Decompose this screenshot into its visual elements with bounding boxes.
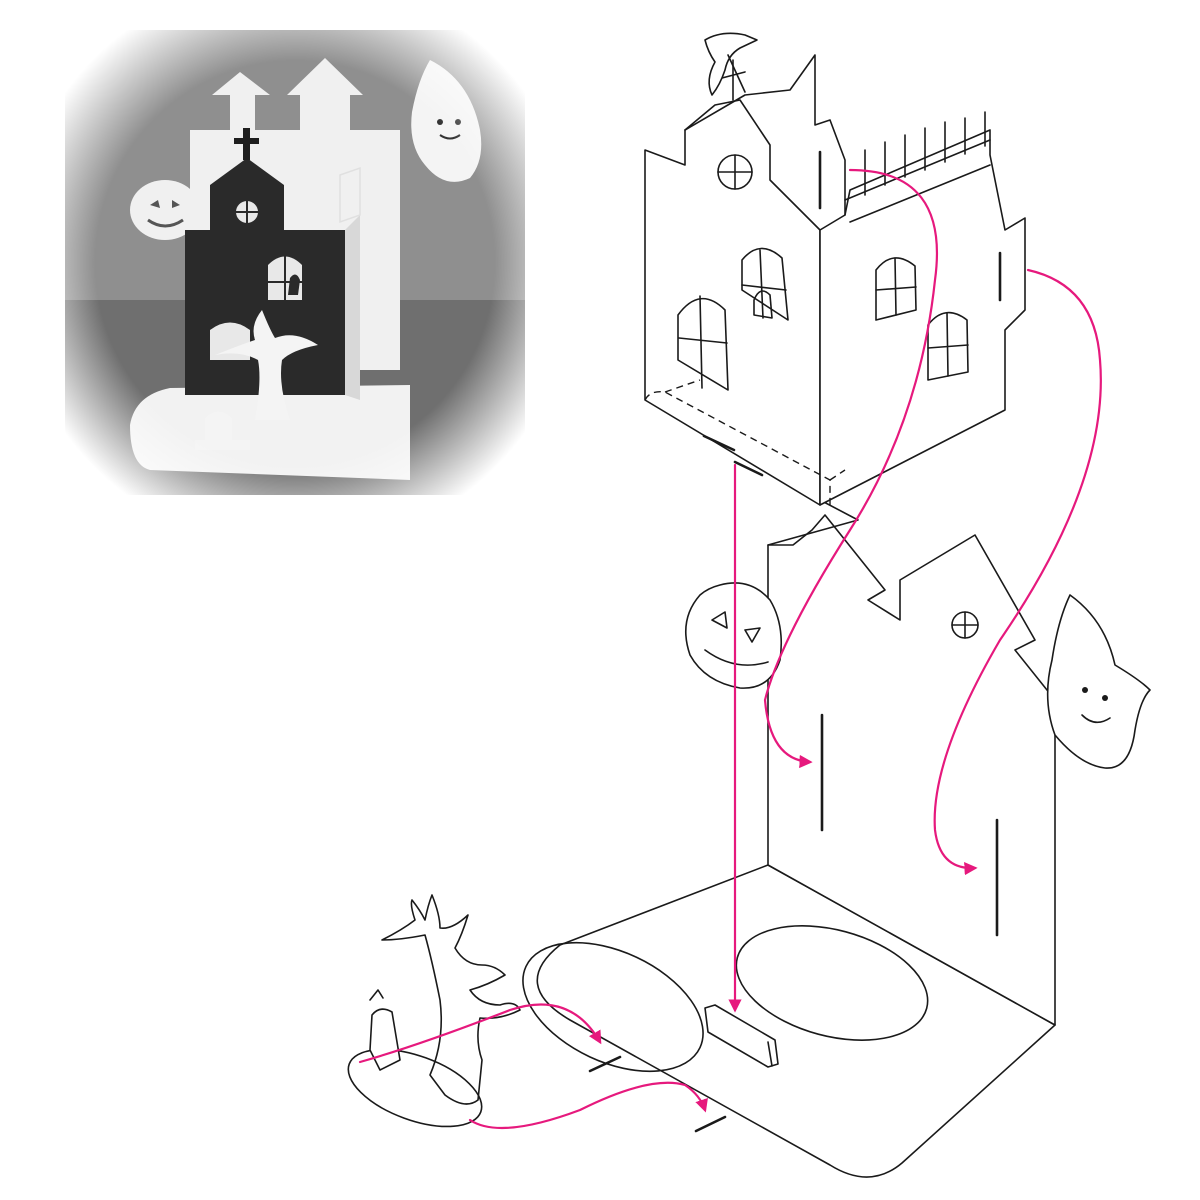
assembly-arrows [358, 168, 1102, 1130]
backdrop-panel [767, 499, 1056, 1026]
assembled-photo [65, 30, 525, 495]
gravestone-cutout [347, 989, 483, 1128]
ghost-cutout [1046, 594, 1151, 769]
house-box [644, 54, 1026, 506]
pumpkin-cutout [684, 582, 783, 689]
base-board [522, 864, 1056, 1178]
tree-cutout [381, 894, 521, 1105]
arrow-house-top-tab-to-backdrop-slot [763, 168, 939, 769]
arrow-tree-base-to-base-slot-2 [468, 1081, 708, 1130]
arrow-house-right-tab-to-backdrop-slot [933, 268, 1102, 876]
bat-figure [704, 32, 758, 96]
arrow-tree-to-base-slot-1 [358, 1003, 602, 1064]
